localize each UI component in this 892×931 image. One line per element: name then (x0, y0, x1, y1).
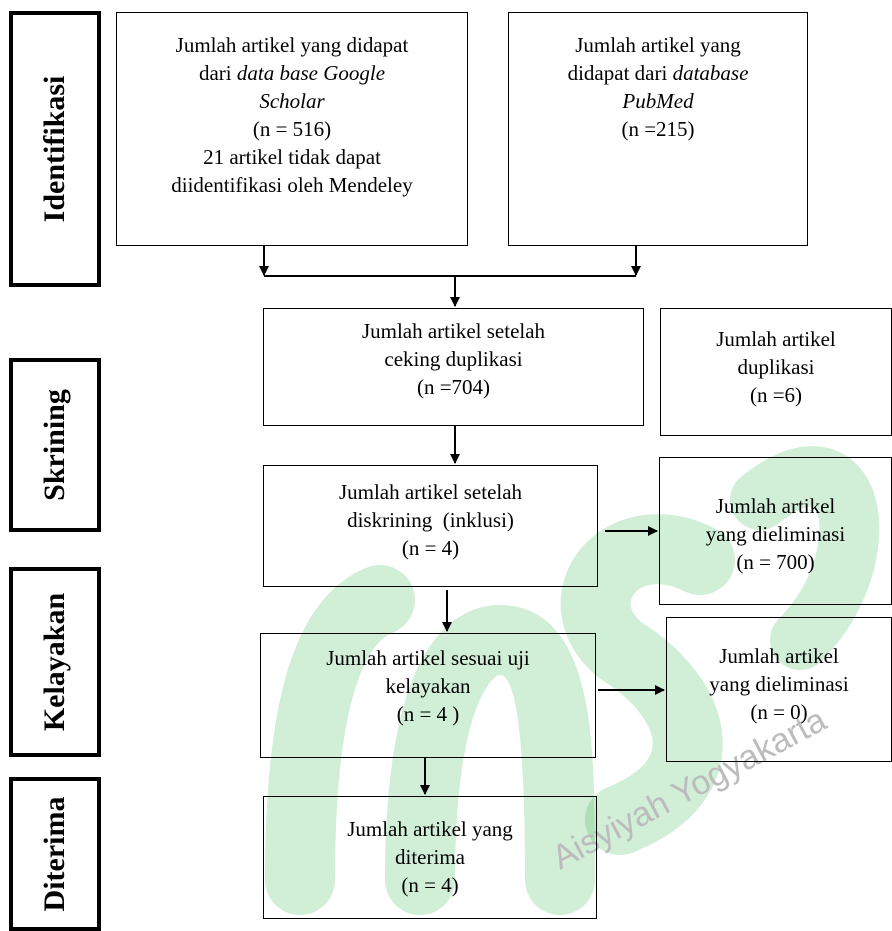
google-line1: Jumlah artikel yang didapat (175, 33, 409, 57)
elim1-line1: Jumlah artikel (715, 494, 836, 518)
google-line6: diidentifikasi oleh Mendeley (171, 173, 413, 197)
acc-line1: Jumlah artikel yang (347, 817, 513, 841)
elim2-count: (n = 0) (750, 700, 808, 724)
acc-line2: diterima (395, 845, 465, 869)
box-kelayakan: Jumlah artikel sesuai uji kelayakan (n =… (260, 633, 596, 758)
dup-check-count: (n =704) (416, 375, 491, 399)
box-diterima: Jumlah artikel yang diterima (n = 4) (263, 796, 597, 919)
feas-line1: Jumlah artikel sesuai uji (326, 646, 530, 670)
dup-check-line2: ceking duplikasi (384, 347, 523, 371)
stage-skrining: Skrining (9, 358, 101, 532)
elim1-count: (n = 700) (736, 550, 815, 574)
dup-line1: Jumlah artikel (716, 327, 836, 351)
screen-count: (n = 4) (401, 536, 460, 560)
box-pubmed: Jumlah artikel yang didapat dari databas… (508, 12, 808, 246)
dup-line2: duplikasi (737, 355, 815, 379)
screen-line2: diskrining (inklusi) (347, 508, 514, 532)
pubmed-line1: Jumlah artikel yang (575, 33, 741, 57)
google-line3: Scholar (259, 89, 325, 113)
dup-count: (n =6) (749, 383, 803, 407)
google-count: (n = 516) (252, 117, 332, 141)
dup-check-line1: Jumlah artikel setelah (361, 319, 546, 343)
stage-diterima: Diterima (9, 777, 101, 931)
box-diskrining: Jumlah artikel setelah diskrining (inklu… (263, 465, 598, 587)
google-line5: 21 artikel tidak dapat (203, 145, 381, 169)
acc-count: (n = 4) (401, 873, 459, 897)
feas-line2: kelayakan (385, 674, 471, 698)
elim1-line2: yang dieliminasi (705, 522, 846, 546)
pubmed-count: (n =215) (621, 117, 695, 141)
feas-count: (n = 4 ) (396, 702, 460, 726)
elim2-line1: Jumlah artikel (719, 644, 839, 668)
pubmed-line3: PubMed (622, 89, 694, 113)
pubmed-line2: didapat dari database (567, 61, 749, 85)
box-eliminasi-1: Jumlah artikel yang dieliminasi (n = 700… (659, 457, 892, 605)
google-line2: dari data base Google (198, 61, 386, 85)
box-setelah-duplikasi: Jumlah artikel setelah ceking duplikasi … (263, 308, 644, 426)
box-google-scholar: Jumlah artikel yang didapat dari data ba… (116, 12, 468, 246)
stage-identifikasi: Identifikasi (9, 11, 101, 287)
box-duplikasi: Jumlah artikel duplikasi (n =6) (660, 308, 892, 436)
box-eliminasi-2: Jumlah artikel yang dieliminasi (n = 0) (666, 617, 892, 762)
screen-line1: Jumlah artikel setelah (338, 480, 523, 504)
elim2-line2: yang dieliminasi (709, 672, 849, 696)
stage-kelayakan: Kelayakan (9, 567, 101, 757)
